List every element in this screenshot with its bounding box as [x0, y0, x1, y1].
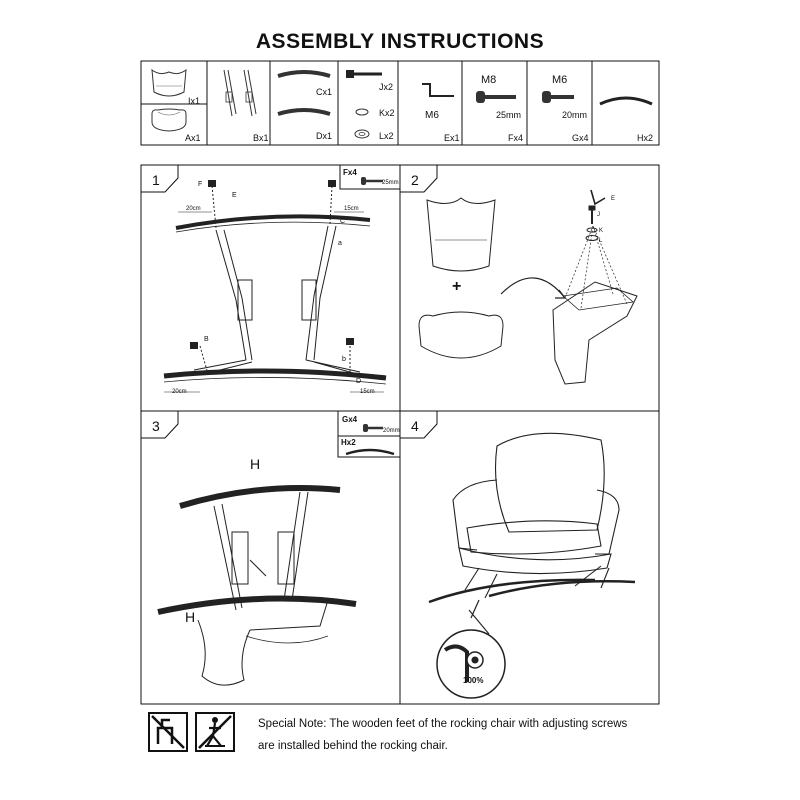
part-label-E: Ex1: [444, 133, 460, 143]
part-label-A: Ax1: [185, 133, 201, 143]
step2-label-j: J: [597, 212, 600, 218]
part-length-F: 25mm: [496, 110, 522, 120]
step1-label-c: C: [340, 218, 346, 225]
special-note-line2: are installed behind the rocking chair.: [258, 740, 448, 752]
step1-label-b2: B: [204, 336, 209, 343]
step1-measure-bottom-left: 20cm: [172, 389, 187, 395]
part-label-J: Jx2: [379, 82, 394, 92]
no-standing-on-chair-icon: [195, 712, 235, 752]
step1-hardware-code: Fx4: [343, 168, 357, 177]
step1-bolt-icon: [361, 177, 383, 185]
step1-label-d: D: [356, 378, 362, 385]
step3-diagram: [157, 485, 357, 686]
step2-label-e: E: [611, 196, 616, 202]
part-length-G: 20mm: [562, 110, 588, 120]
step2-diagram: [418, 189, 638, 385]
part-size-G: M6: [552, 74, 568, 86]
part-label-D: Dx1: [316, 131, 333, 141]
special-note-line1: Special Note: The wooden feet of the roc…: [258, 718, 628, 730]
step1-measure-top-left: 20cm: [186, 206, 201, 212]
part-frame-icon: [223, 69, 257, 117]
part-label-C: Cx1: [316, 87, 333, 97]
step4-diagram: [428, 432, 636, 699]
no-stand-icon: [148, 712, 188, 752]
part-label-G: Gx4: [572, 133, 589, 143]
step3-bolt-icon: [363, 424, 383, 432]
rail-h-icon: [599, 96, 653, 106]
part-size-F: M8: [481, 74, 497, 86]
bolt-g-icon: [542, 91, 574, 103]
step2-plus: +: [452, 278, 462, 295]
part-seat-back-icon: [151, 68, 187, 97]
step1-label-a: a: [338, 240, 342, 247]
allen-key-icon: [422, 83, 454, 97]
part-size-E: M6: [425, 110, 439, 121]
step1-label-b: b: [342, 356, 346, 363]
step4-percent: 100%: [463, 676, 484, 685]
step1-label-e: E: [232, 192, 237, 199]
step3-hardware-code: Gx4: [342, 415, 358, 424]
page-title: ASSEMBLY INSTRUCTIONS: [255, 30, 545, 53]
step-number-4: 4: [411, 418, 419, 434]
bolt-f-icon: [476, 91, 516, 103]
step3-label-h-bottom: H: [185, 609, 196, 625]
step3-rail-icon: [345, 448, 395, 456]
part-seat-icon: [151, 108, 187, 132]
part-label-I: Ix1: [188, 96, 201, 106]
step1-label-f: F: [198, 181, 203, 188]
step1-measure-top-right: 15cm: [344, 206, 359, 212]
step2-label-k: K: [599, 228, 604, 234]
part-runner-icon: [277, 70, 331, 116]
step1-hardware-length: 25mm: [382, 180, 399, 186]
part-bolt-washer-icon: [346, 70, 382, 139]
step3-rail-code: Hx2: [341, 438, 356, 447]
part-label-F: Fx4: [508, 133, 524, 143]
part-label-L: Lx2: [379, 131, 394, 141]
step3-hardware-length: 20mm: [383, 428, 400, 434]
step1-measure-bottom-right: 15cm: [360, 389, 375, 395]
step1-diagram: [163, 180, 387, 393]
step2-label-l: L: [599, 238, 603, 244]
part-label-H: Hx2: [637, 133, 654, 143]
step-number-1: 1: [152, 172, 160, 188]
step-number-2: 2: [411, 172, 419, 188]
part-label-B: Bx1: [253, 133, 269, 143]
step-number-3: 3: [152, 418, 160, 434]
step3-label-h-top: H: [250, 456, 261, 472]
part-label-K: Kx2: [379, 108, 395, 118]
